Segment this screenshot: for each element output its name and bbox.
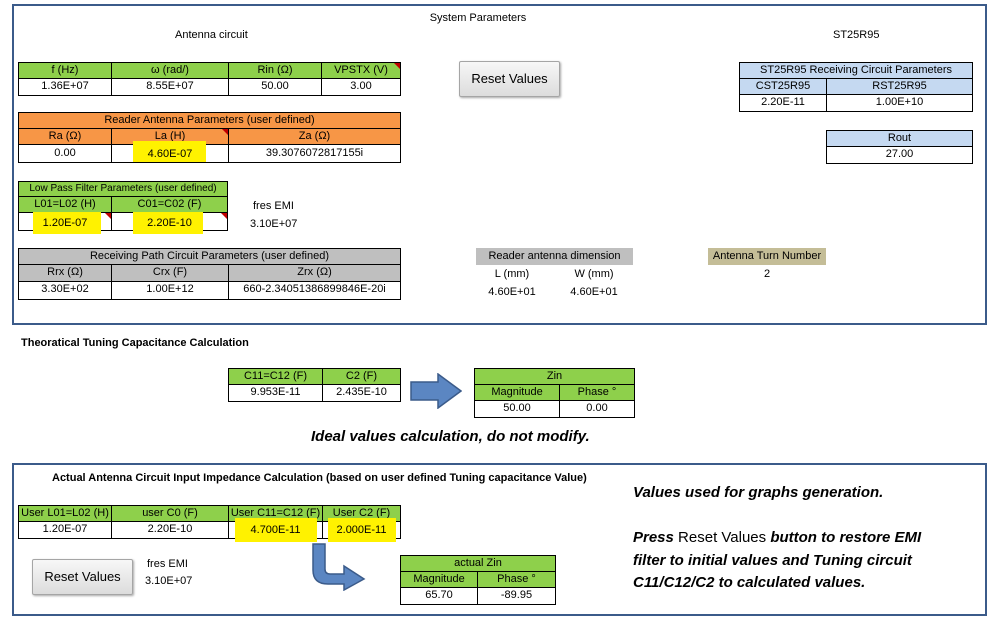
chip-label: ST25R95 [833,29,880,41]
ideal-values-note: Ideal values calculation, do not modify. [311,428,590,445]
value-zin-phase: 0.00 [559,400,635,418]
value-length[interactable]: 4.60E+01 [488,286,536,298]
header-l01: L01=L02 (H) [18,196,112,213]
value-l01[interactable]: 1.20E-07 [42,217,88,229]
receiving-path-title: Receiving Path Circuit Parameters (user … [18,248,401,265]
header-length: L (mm) [494,268,530,280]
header-c01: C01=C02 (F) [111,196,228,213]
value-rin[interactable]: 50.00 [228,78,322,96]
header-rst25r95: RST25R95 [826,78,973,95]
value-user-c0: 2.20E-10 [111,521,229,539]
graphs-note: Values used for graphs generation. [633,484,884,501]
arrow-down-right-icon [312,543,366,591]
reset-note-line-3: C11/C12/C2 to calculated values. [633,574,866,591]
value-vpstx[interactable]: 3.00 [321,78,401,96]
header-c2-theoretical: C2 (F) [322,368,401,385]
value-c01-highlight [133,212,203,234]
fres-emi-value: 3.10E+07 [250,218,298,230]
header-actual-zin-phase: Phase ° [477,571,556,588]
header-crx: Crx (F) [111,264,229,282]
value-rst25r95[interactable]: 1.00E+10 [826,94,973,112]
value-actual-zin-phase: -89.95 [477,587,556,605]
fres-emi-label-bottom: fres EMI [147,558,188,570]
header-f: f (Hz) [18,62,112,79]
value-la-highlight [133,141,206,162]
value-c2-theoretical: 2.435E-10 [322,384,401,402]
value-rrx[interactable]: 3.30E+02 [18,281,112,300]
value-width[interactable]: 4.60E+01 [570,286,618,298]
header-rin: Rin (Ω) [228,62,322,79]
arrow-right-icon [410,373,462,409]
lpf-title: Low Pass Filter Parameters (user defined… [18,181,228,197]
value-za[interactable]: 39.3076072817155i [228,144,401,163]
header-za: Za (Ω) [228,128,401,145]
value-f[interactable]: 1.36E+07 [18,78,112,96]
header-cst25r95: CST25R95 [739,78,827,95]
header-zin-phase: Phase ° [559,384,635,401]
value-user-c11-highlight [235,518,317,542]
rout-title: Rout [826,130,973,147]
value-l01-highlight [33,212,101,234]
zin-title: Zin [474,368,635,385]
fres-emi-value-bottom: 3.10E+07 [145,575,193,587]
header-user-l01: User L01=L02 (H) [18,505,112,522]
value-omega[interactable]: 8.55E+07 [111,78,229,96]
value-la[interactable]: 4.60E-07 [147,148,193,160]
system-parameters-title: System Parameters [429,12,527,24]
reader-antenna-title: Reader Antenna Parameters (user defined) [18,112,401,129]
reset-note-prefix: Press [633,529,679,546]
value-crx[interactable]: 1.00E+12 [111,281,229,300]
actual-title: Actual Antenna Circuit Input Impedance C… [52,472,587,484]
value-user-l01: 1.20E-07 [18,521,112,539]
antenna-circuit-label: Antenna circuit [175,29,248,41]
header-actual-zin-magnitude: Magnitude [400,571,478,588]
value-actual-zin-magnitude: 65.70 [400,587,478,605]
value-ra[interactable]: 0.00 [18,144,112,163]
header-c11-theoretical: C11=C12 (F) [228,368,323,385]
reset-note-line-2: filter to initial values and Tuning circ… [633,552,912,569]
st-receiving-title: ST25R95 Receiving Circuit Parameters [739,62,973,79]
value-user-c2-highlight [328,518,396,542]
value-user-c2[interactable]: 2.000E-11 [336,524,387,536]
header-omega: ω (rad/) [111,62,229,79]
value-zin-magnitude: 50.00 [474,400,560,418]
reset-note-line-1: Press Reset Values button to restore EMI [633,529,921,546]
header-width: W (mm) [574,268,614,280]
reset-values-button-bottom[interactable]: Reset Values [32,559,133,595]
reset-values-button[interactable]: Reset Values [459,61,560,97]
header-rrx: Rrx (Ω) [18,264,112,282]
header-zrx: Zrx (Ω) [228,264,401,282]
value-c01[interactable]: 2.20E-10 [147,217,192,229]
header-user-c0: user C0 (F) [111,505,229,522]
value-cst25r95[interactable]: 2.20E-11 [739,94,827,112]
value-c11-theoretical: 9.953E-11 [228,384,323,402]
header-zin-magnitude: Magnitude [474,384,560,401]
reset-note-suffix: button to restore EMI [766,529,922,546]
reset-note-button-ref: Reset Values [678,529,767,546]
antenna-turn-title: Antenna Turn Number [708,248,826,265]
theoretical-title: Theoratical Tuning Capacitance Calculati… [21,337,249,349]
antenna-dimension-title: Reader antenna dimension [476,248,633,265]
value-zrx[interactable]: 660-2.34051386899846E-20i [228,281,401,300]
antenna-turn-value[interactable]: 2 [763,268,771,280]
fres-emi-label: fres EMI [253,200,294,212]
value-user-c11[interactable]: 4.700E-11 [250,524,301,536]
header-vpstx: VPSTX (V) [321,62,401,79]
header-ra: Ra (Ω) [18,128,112,145]
actual-zin-title: actual Zin [400,555,556,572]
header-user-c2: User C2 (F) [322,505,401,522]
rout-value[interactable]: 27.00 [826,146,973,164]
